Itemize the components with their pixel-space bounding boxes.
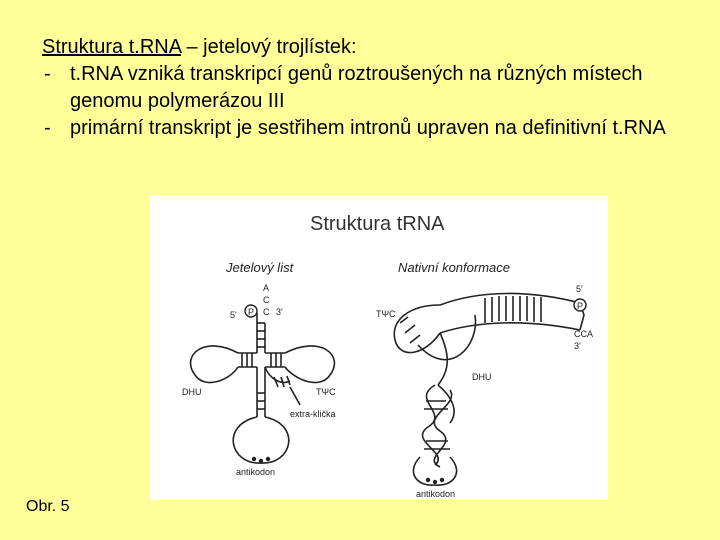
label-c1: C: [263, 295, 270, 305]
bullet-dash: -: [44, 117, 51, 139]
dhu-left: DHU: [182, 387, 202, 397]
phosphate-left: [244, 304, 258, 318]
three-prime-right: 3': [574, 341, 581, 351]
phosphate-right: [573, 298, 587, 312]
native-conformation: [393, 292, 585, 486]
heading-underlined: Struktura t.RNA: [42, 36, 181, 58]
bullet-2-text: primární transkript je sestřihem intronů…: [70, 117, 666, 139]
five-prime-right: 5': [576, 284, 583, 294]
figure-caption: Obr. 5: [26, 498, 70, 515]
right-subtitle: Nativní konformace: [398, 260, 510, 275]
label-a: A: [263, 283, 269, 293]
tpsic-right: TΨC: [376, 309, 396, 319]
cloverleaf: [189, 313, 336, 464]
p-right: P: [577, 301, 583, 311]
trna-diagram: Struktura tRNA Jetelový list Nativní kon…: [182, 213, 593, 499]
five-prime-left: 5': [230, 310, 237, 320]
anticodon-dots-left: [251, 456, 271, 464]
tpsic-left: TΨC: [316, 387, 336, 397]
anticodon-right: antikodon: [416, 489, 455, 499]
figure-title: Struktura tRNA: [310, 213, 445, 235]
p-left: P: [248, 307, 254, 317]
heading-rest: – jetelový trojlístek:: [180, 36, 357, 58]
cca-label: CCA: [574, 329, 593, 339]
three-prime-left: 3': [276, 307, 283, 317]
bullet-1: -t.RNA vzniká transkripcí genů roztrouše…: [42, 61, 702, 115]
extra-loop-label: extra-klička: [290, 409, 336, 419]
left-subtitle: Jetelový list: [225, 260, 295, 275]
bullet-2: -primární transkript je sestřihem intron…: [42, 115, 702, 142]
anticodon-left: antikodon: [236, 467, 275, 477]
slide-text: Struktura t.RNA – jetelový trojlístek: -…: [42, 34, 702, 142]
heading: Struktura t.RNA – jetelový trojlístek:: [42, 34, 702, 61]
bullet-dash: -: [44, 63, 51, 85]
bullet-1-text: t.RNA vzniká transkripcí genů roztroušen…: [70, 63, 643, 112]
trna-figure: Struktura tRNA Jetelový list Nativní kon…: [150, 195, 608, 500]
anticodon-dots-right: [425, 477, 445, 485]
dhu-right: DHU: [472, 372, 492, 382]
label-c2: C: [263, 307, 270, 317]
